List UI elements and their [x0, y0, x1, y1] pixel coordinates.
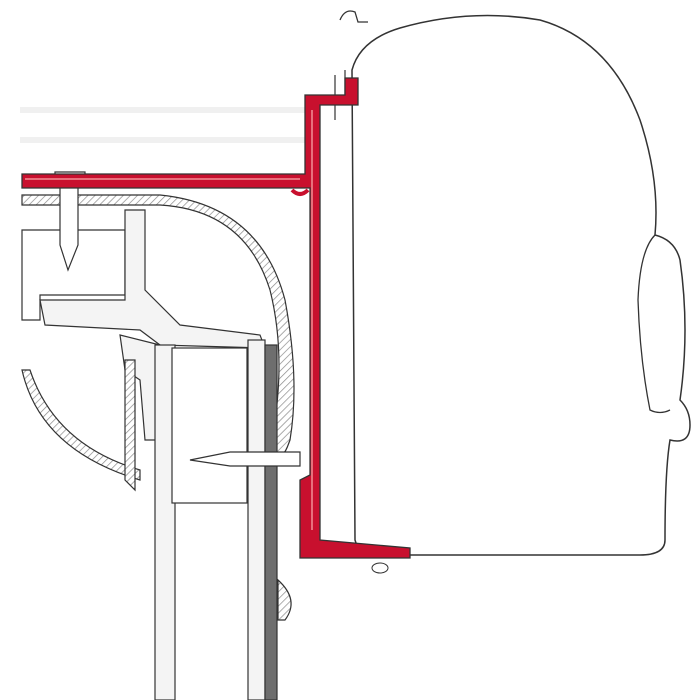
awning-housing: [351, 14, 691, 556]
background-trace: [20, 107, 320, 143]
bottom-screw: [371, 562, 389, 574]
housing-hook: [339, 10, 368, 23]
housing-end-cap: [637, 234, 671, 414]
adapter-bracket: [21, 77, 411, 559]
ceiling-arc: [21, 369, 141, 481]
wall-panel: [154, 339, 292, 700]
bracket-hook: [290, 188, 310, 196]
wall-screw: [189, 451, 301, 467]
